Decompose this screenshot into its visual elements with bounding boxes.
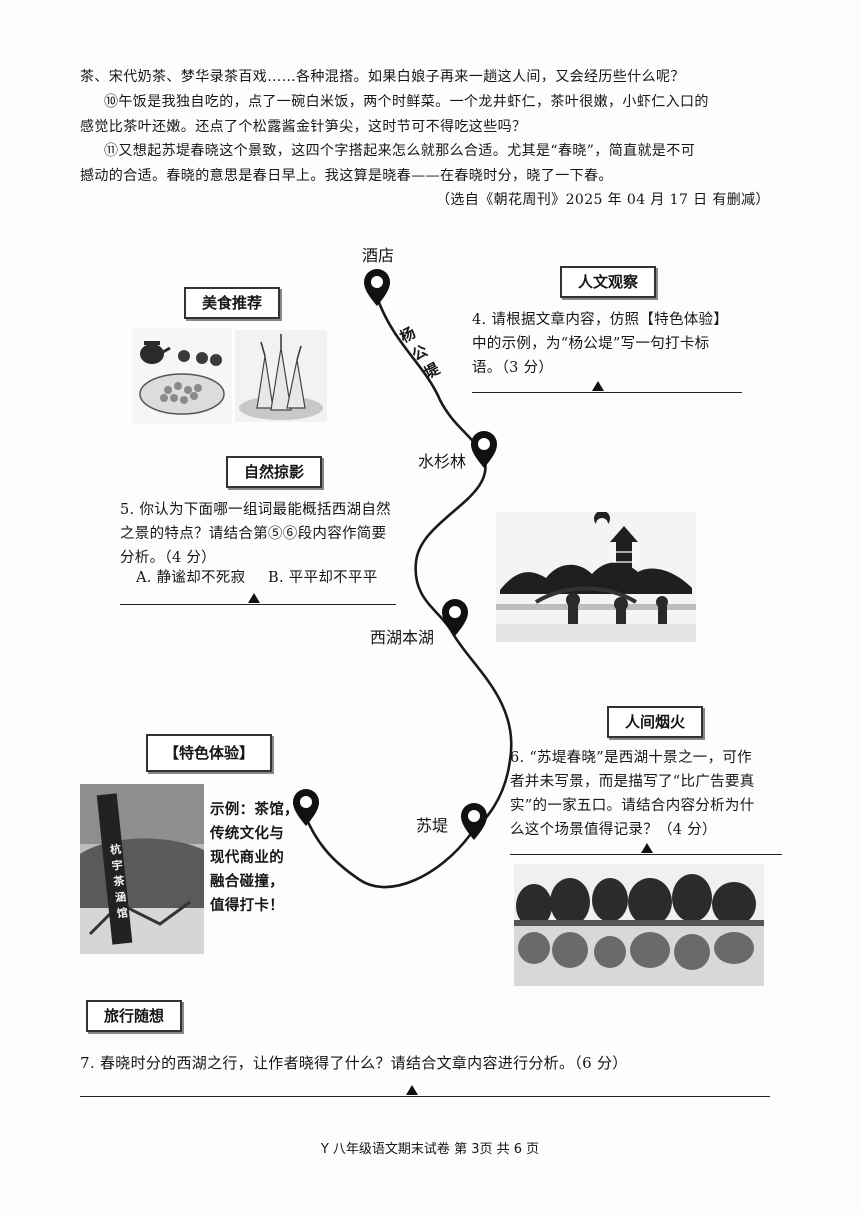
article-para-11-line-1: ⑪又想起苏堤春晓这个景致，这四个字搭起来怎么就那么合适。尤其是“春晓”，简直就是… xyxy=(104,143,696,159)
question-4-line-1: 4. 请根据文章内容，仿照【特色体验】 xyxy=(472,312,729,328)
question-5-line-1: 5. 你认为下面哪一组词最能概括西湖自然 xyxy=(120,502,391,518)
stop-shuishanlin: 水杉林 xyxy=(418,452,467,471)
article-para-10-line-1: ⑩午饭是我独自吃的，点了一碗白米饭，两个时鲜菜。一个龙井虾仁，茶叶很嫩，小虾仁入… xyxy=(104,94,709,110)
food-tea-shrimp-image xyxy=(132,328,232,424)
pin-sudi-icon xyxy=(461,803,487,840)
article-line-1: 茶、宋代奶茶、梦华录茶百戏……各种混搭。如果白娘子再来一趟这人间，又会经历些什么… xyxy=(80,69,685,85)
answer-line-q7[interactable] xyxy=(80,1096,770,1097)
example-line-5: 值得打卡！ xyxy=(210,897,284,914)
answer-marker-q6-icon xyxy=(641,843,653,853)
pin-teahouse-icon xyxy=(293,789,319,826)
answer-line-q4[interactable] xyxy=(472,392,742,393)
option-b[interactable]: B. 平平却不平平 xyxy=(268,570,378,586)
answer-marker-q7-icon xyxy=(406,1085,418,1095)
question-6-line-3: 实”的一家五口。请结合内容分析为什 xyxy=(510,798,755,814)
answer-line-q5[interactable] xyxy=(120,604,396,605)
question-6-line-2: 者并未写景，而是描写了“比广告要真 xyxy=(510,774,755,790)
article-source: （选自《朝花周刊》2025 年 04 月 17 日 有删减） xyxy=(436,192,770,208)
life-section-title: 人间烟火 xyxy=(607,706,703,738)
answer-line-q6[interactable] xyxy=(510,854,782,855)
question-4-line-3: 语。（3 分） xyxy=(472,360,554,376)
example-line-1: 示例：茶馆， xyxy=(210,801,299,818)
question-6-line-4: 么这个场景值得记录？（4 分） xyxy=(510,822,717,838)
route-path xyxy=(303,299,513,889)
answer-marker-q5-icon xyxy=(248,593,260,603)
answer-marker-q4-icon xyxy=(592,381,604,391)
question-7: 7. 春晓时分的西湖之行，让作者晓得了什么？请结合文章内容进行分析。（6 分） xyxy=(80,1054,628,1072)
question-6-line-1: 6. “苏堤春晓”是西湖十景之一，可作 xyxy=(510,750,752,766)
question-5-line-2: 之景的特点？请结合第⑤⑥段内容作简要 xyxy=(120,526,387,542)
pin-xihu-icon xyxy=(442,599,468,636)
stop-hotel: 酒店 xyxy=(362,246,395,265)
food-section-title: 美食推荐 xyxy=(184,287,280,319)
pin-hotel-icon xyxy=(364,269,390,306)
travel-section-title: 旅行随想 xyxy=(86,1000,182,1032)
stop-sudi: 苏堤 xyxy=(416,816,449,835)
question-5-line-3: 分析。（4 分） xyxy=(120,550,216,566)
example-line-2: 传统文化与 xyxy=(210,825,284,842)
stop-xihu: 西湖本湖 xyxy=(370,628,435,647)
culture-section-title: 人文观察 xyxy=(560,266,656,298)
article-para-11-line-2: 撼动的合适。春晓的意思是春日早上。我这算是晓春——在春晓时分，晓了一下春。 xyxy=(80,168,613,184)
nature-section-title: 自然掠影 xyxy=(226,456,322,488)
example-line-3: 现代商业的 xyxy=(210,849,284,866)
option-a[interactable]: A. 静谧却不死寂 xyxy=(136,570,246,586)
food-bamboo-shoot-image xyxy=(235,330,327,422)
page-footer: Y 八年级语文期末试卷 第 3页 共 6 页 xyxy=(320,1142,540,1157)
teahouse-scene-icon xyxy=(80,784,204,954)
article-para-10-line-2: 感觉比茶叶还嫩。还点了个松露酱金针笋尖，这时节可不得吃这些吗？ xyxy=(80,119,527,135)
teahouse-photo: 杭 宇 茶 涵 馆 xyxy=(80,784,204,954)
example-line-4: 融合碰撞， xyxy=(210,873,284,890)
pin-shuishanlin-icon xyxy=(471,431,497,468)
feature-section-title: 【特色体验】 xyxy=(146,734,272,772)
sudi-spring-dawn-image xyxy=(514,864,764,986)
question-4-line-2: 中的示例，为“杨公堤”写一句打卡标 xyxy=(472,336,710,352)
west-lake-pagoda-image xyxy=(496,512,696,642)
